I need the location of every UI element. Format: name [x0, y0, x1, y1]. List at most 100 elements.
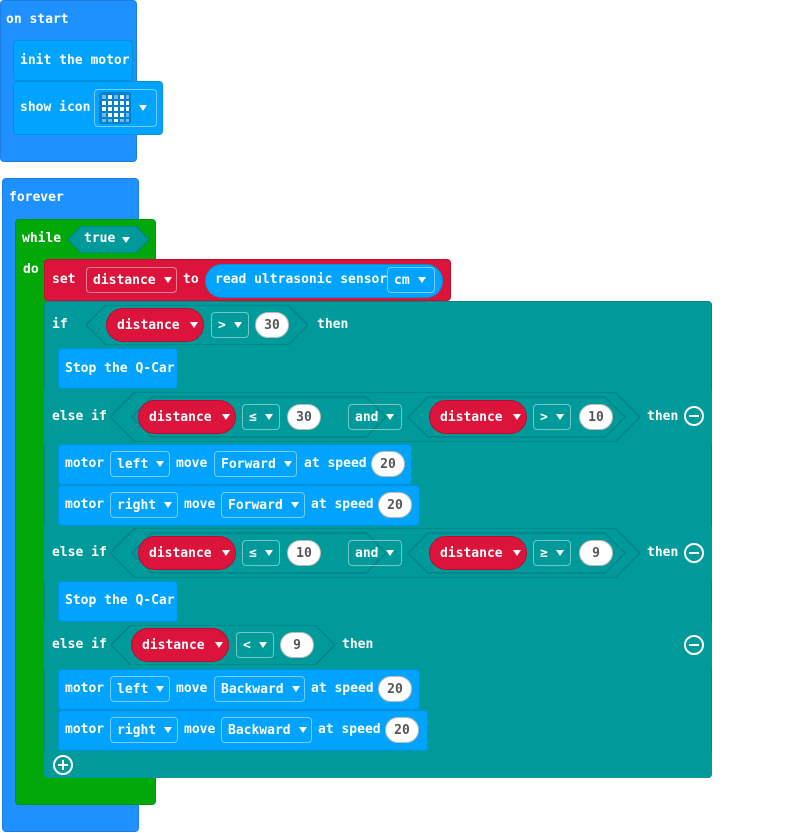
motor-label: motor — [65, 497, 105, 512]
elseif3-variable-pill[interactable]: distance — [131, 628, 229, 662]
elseif2-variable-pill-1[interactable]: distance — [138, 536, 236, 570]
chevron-down-icon — [214, 642, 223, 648]
while-value[interactable]: true — [84, 231, 116, 246]
init-motor-block[interactable] — [13, 40, 133, 81]
number-input[interactable]: 10 — [579, 404, 613, 430]
direction-dropdown[interactable]: Forward — [214, 451, 297, 477]
number-input[interactable]: 30 — [287, 404, 321, 430]
motor-move-block[interactable] — [58, 444, 412, 485]
stop-qcar-block[interactable] — [58, 348, 178, 389]
compare-operator-dropdown[interactable]: > — [211, 312, 249, 338]
compare-operator-dropdown[interactable]: > — [533, 404, 571, 430]
number-input[interactable]: 10 — [287, 540, 321, 566]
side-value: left — [117, 681, 149, 697]
variable-name: distance — [93, 272, 156, 288]
compare-operator-dropdown[interactable]: ≤ — [242, 540, 280, 566]
and-operator-dropdown[interactable]: and — [348, 404, 402, 430]
number-input[interactable]: 9 — [579, 540, 613, 566]
motor-side-dropdown[interactable]: left — [110, 676, 170, 702]
chevron-down-icon — [283, 461, 292, 467]
elseif2-variable-pill-2[interactable]: distance — [429, 536, 527, 570]
motor-side-dropdown[interactable]: right — [110, 492, 178, 518]
motor-move-block[interactable] — [58, 485, 420, 526]
compare-operator-dropdown[interactable]: ≥ — [533, 540, 571, 566]
operator-value: < — [243, 637, 251, 653]
unit-dropdown[interactable]: cm — [387, 267, 435, 293]
if-variable-pill[interactable]: distance — [106, 308, 204, 342]
add-branch-button[interactable] — [53, 755, 73, 775]
elseif1-variable-pill-2[interactable]: distance — [429, 400, 527, 434]
motor-move-block[interactable] — [58, 669, 420, 710]
then-label: then — [317, 317, 349, 332]
variable-dropdown[interactable]: distance — [86, 267, 177, 293]
chevron-down-icon — [512, 414, 521, 420]
else-if-label: else if — [52, 637, 107, 652]
move-label: move — [184, 722, 216, 737]
on-start-label: on start — [6, 12, 69, 27]
speed-input[interactable]: 20 — [385, 717, 419, 743]
motor-label: motor — [65, 681, 105, 696]
motor-side-dropdown[interactable]: left — [110, 451, 170, 477]
variable-name: distance — [117, 317, 180, 333]
unit-value: cm — [394, 272, 410, 288]
motor-side-dropdown[interactable]: right — [110, 717, 178, 743]
elseif1-variable-pill-1[interactable]: distance — [138, 400, 236, 434]
motor-label: motor — [65, 722, 105, 737]
number-input[interactable]: 30 — [255, 312, 289, 338]
show-icon-block[interactable] — [13, 81, 163, 135]
motor-move-block[interactable] — [58, 710, 428, 751]
read-ultrasonic-block[interactable] — [205, 264, 443, 298]
chevron-down-icon — [258, 642, 267, 648]
at-speed-label: at speed — [311, 681, 374, 696]
chevron-down-icon — [221, 414, 230, 420]
motor-label: motor — [65, 456, 105, 471]
then-label: then — [342, 637, 374, 652]
chevron-down-icon — [221, 550, 230, 556]
at-speed-label: at speed — [318, 722, 381, 737]
remove-branch-button[interactable] — [684, 543, 704, 563]
speed-input[interactable]: 20 — [371, 451, 405, 477]
side-value: right — [117, 497, 157, 513]
chevron-down-icon — [386, 414, 395, 420]
compare-operator-dropdown[interactable]: < — [236, 632, 274, 658]
heart-icon — [99, 92, 131, 124]
stop-qcar-label: Stop the Q-Car — [65, 593, 175, 608]
chevron-down-icon — [163, 277, 172, 283]
chevron-down-icon — [264, 414, 273, 420]
icon-dropdown[interactable] — [94, 89, 157, 127]
speed-input[interactable]: 20 — [378, 492, 412, 518]
init-motor-label: init the motor — [20, 53, 130, 68]
operator-value: ≤ — [249, 409, 257, 425]
chevron-down-icon — [233, 322, 242, 328]
variable-name: distance — [142, 637, 205, 653]
direction-dropdown[interactable]: Forward — [221, 492, 305, 518]
while-condition-hex[interactable] — [68, 226, 149, 253]
stop-qcar-block[interactable] — [58, 581, 178, 622]
chevron-down-icon — [139, 105, 147, 111]
speed-input[interactable]: 20 — [378, 676, 412, 702]
variable-name: distance — [149, 545, 212, 561]
chevron-down-icon — [189, 322, 198, 328]
direction-value: Backward — [228, 722, 291, 738]
chevron-down-icon — [291, 686, 300, 692]
direction-value: Backward — [221, 681, 284, 697]
at-speed-label: at speed — [304, 456, 367, 471]
compare-operator-dropdown[interactable]: ≤ — [242, 404, 280, 430]
chevron-down-icon — [290, 502, 299, 508]
direction-dropdown[interactable]: Backward — [214, 676, 305, 702]
operator-value: ≥ — [540, 545, 548, 561]
direction-dropdown[interactable]: Backward — [221, 717, 312, 743]
chevron-down-icon — [264, 550, 273, 556]
direction-value: Forward — [221, 456, 276, 472]
chevron-down-icon — [122, 237, 130, 243]
stop-qcar-label: Stop the Q-Car — [65, 361, 175, 376]
remove-branch-button[interactable] — [684, 406, 704, 426]
chevron-down-icon — [555, 414, 564, 420]
and-operator-dropdown[interactable]: and — [348, 540, 402, 566]
operator-value: > — [540, 409, 548, 425]
remove-branch-button[interactable] — [684, 635, 704, 655]
variable-name: distance — [440, 545, 503, 561]
chevron-down-icon — [164, 502, 173, 508]
number-input[interactable]: 9 — [280, 632, 314, 658]
move-label: move — [184, 497, 216, 512]
